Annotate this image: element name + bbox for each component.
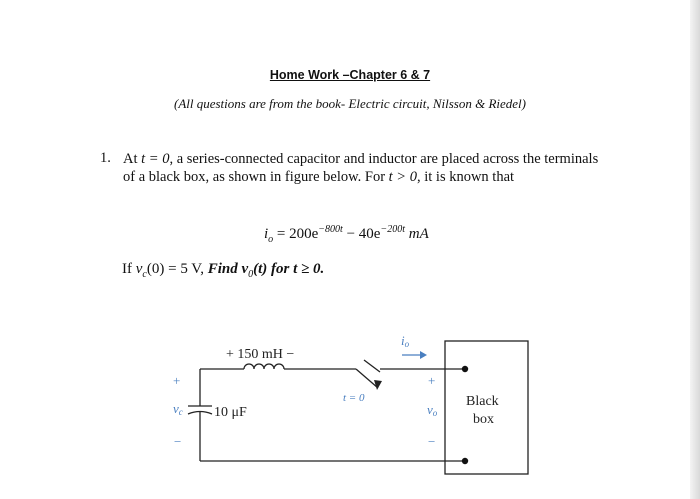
cond-rest: (0) = 5 V, bbox=[146, 261, 208, 277]
vo-minus-sign: − bbox=[428, 434, 435, 449]
cond-find-sub: 0 bbox=[248, 269, 254, 280]
inductor-label: + 150 mH − bbox=[226, 347, 294, 362]
vo-label-sub: o bbox=[433, 408, 438, 418]
eq-lhs: i bbox=[264, 226, 269, 242]
terminal-bottom bbox=[461, 457, 469, 465]
vo-label: vo bbox=[427, 402, 438, 418]
eq-term1: = 200e bbox=[273, 226, 319, 242]
current-equation: io = 200e−800t − 40e−200t mA bbox=[264, 224, 429, 245]
cond-tail: (t) for t ≥ 0. bbox=[253, 261, 325, 277]
capacitor-label: 10 μF bbox=[214, 405, 247, 420]
switch-label: t = 0 bbox=[343, 392, 365, 404]
current-label-sub: o bbox=[405, 339, 410, 349]
switch-arrow-head bbox=[374, 380, 382, 390]
cond-v: v bbox=[135, 261, 143, 277]
box-label-line1: Black bbox=[466, 394, 499, 409]
question-text: At t = 0, a series-connected capacitor a… bbox=[123, 150, 603, 186]
page-title: Home Work –Chapter 6 & 7 bbox=[269, 68, 431, 82]
cond-find: Find v bbox=[207, 261, 249, 277]
question-number: 1. bbox=[100, 150, 111, 166]
vc-label: vc bbox=[173, 401, 183, 417]
q-text-c: , it is known that bbox=[416, 169, 515, 185]
vc-plus-sign: + bbox=[173, 373, 180, 388]
eq-exp1: −800t bbox=[318, 224, 343, 235]
current-label: io bbox=[401, 333, 410, 349]
q-text-t1: t > 0 bbox=[388, 169, 417, 185]
cond-if: If bbox=[122, 261, 136, 277]
vc-minus-sign: − bbox=[174, 434, 181, 449]
q-text-t0: t = 0 bbox=[141, 151, 170, 167]
vc-label-sub: c bbox=[179, 407, 183, 417]
cond-v-sub: c bbox=[142, 269, 147, 280]
terminal-top bbox=[461, 365, 469, 373]
q-text-b: , a series-connected capacitor and induc… bbox=[123, 151, 599, 185]
vo-label-v: v bbox=[427, 402, 433, 417]
eq-unit: mA bbox=[404, 226, 429, 242]
switch-blade bbox=[355, 368, 379, 389]
page-subtitle: (All questions are from the book- Electr… bbox=[173, 96, 526, 111]
black-box bbox=[444, 340, 529, 475]
vo-plus-sign: + bbox=[428, 373, 435, 388]
eq-lhs-sub: o bbox=[268, 234, 274, 245]
inductor-symbol bbox=[243, 363, 285, 370]
capacitor-plate-bottom bbox=[187, 410, 213, 415]
initial-condition: If vc(0) = 5 V, Find v0(t) for t ≥ 0. bbox=[122, 261, 324, 280]
eq-exp2: −200t bbox=[380, 224, 405, 235]
switch-mark bbox=[363, 359, 381, 373]
current-arrow-head bbox=[420, 351, 427, 359]
q-text-a: At bbox=[123, 151, 142, 167]
page-edge bbox=[690, 0, 700, 499]
vc-label-v: v bbox=[173, 401, 179, 416]
eq-term2: − 40e bbox=[342, 226, 381, 242]
current-label-i: i bbox=[401, 333, 405, 348]
box-label-line2: box bbox=[473, 412, 494, 427]
